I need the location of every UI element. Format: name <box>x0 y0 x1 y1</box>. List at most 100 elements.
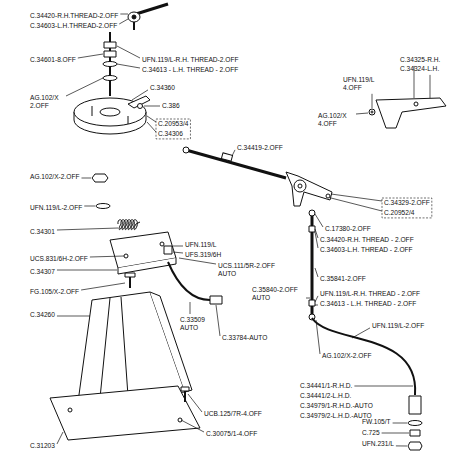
leader-line <box>144 106 160 107</box>
dashed-bracket <box>382 198 432 218</box>
leader-line <box>66 78 103 96</box>
leader-line <box>352 328 370 338</box>
leader-line <box>315 296 318 302</box>
part-label: C.35841-2.OFF <box>320 275 366 283</box>
part-label: C.34613 - L.H. THREAD - 2.OFF <box>142 66 238 74</box>
part-label: C.34420-R.H. THREAD - 2.OFF <box>320 236 414 244</box>
leader-line <box>90 256 124 257</box>
leader-line <box>315 232 318 248</box>
part-label: AG.102/X 2.OFF <box>30 94 64 110</box>
leader-line <box>57 432 63 444</box>
part-label: C.34603-L.H.THREAD-2.OFF <box>30 22 117 30</box>
part-label: C.20952/4 <box>384 209 414 217</box>
leader-line <box>315 214 323 227</box>
part-label: C.30075/1-4.OFF <box>206 430 257 438</box>
short-cable <box>168 262 222 304</box>
part-label: UFN.119/L <box>185 241 216 249</box>
leader-line <box>132 90 148 100</box>
leader-line <box>84 206 95 207</box>
part-label: AG.102/X 4.OFF <box>318 112 354 128</box>
mounting-bracket <box>369 98 446 128</box>
leader-line <box>173 246 183 247</box>
part-label: C.34360 <box>150 84 175 92</box>
connecting-rod <box>183 147 286 178</box>
part-label: C.34301 <box>30 228 55 236</box>
part-label: C.34306 <box>158 130 183 138</box>
leader-line <box>147 116 156 122</box>
leader-line <box>188 394 202 412</box>
leader-line <box>331 198 382 211</box>
base-plate <box>50 386 200 440</box>
part-label: C.20953/4 <box>158 120 188 128</box>
return-spring <box>118 220 140 230</box>
leader-line <box>354 386 413 387</box>
leader-line <box>315 268 318 277</box>
leader-line <box>81 178 91 179</box>
leader-line <box>430 75 431 98</box>
part-label: C.34601-8.OFF <box>30 56 76 64</box>
rod-end <box>128 4 168 30</box>
part-label: FG.105/X-2.OFF <box>30 288 79 296</box>
leader-line <box>173 252 183 253</box>
part-label: UCS.831/6H-2.OFF <box>30 255 88 263</box>
part-label: C.35840-2.OFF AUTO <box>252 286 304 302</box>
leader-line <box>315 305 318 306</box>
part-label: C.34420-R.H.THREAD-2.OFF <box>30 12 118 20</box>
part-label: C.17380-2.OFF <box>325 225 371 233</box>
leader-line <box>147 122 156 132</box>
part-label: C.33784-AUTO <box>222 334 267 342</box>
leader-line <box>316 320 320 354</box>
bellcrank <box>286 172 332 206</box>
part-label: UFS.319/6H <box>185 251 221 259</box>
nut-stack <box>103 32 117 96</box>
leader-line <box>179 258 216 264</box>
leader-line <box>356 113 368 114</box>
part-label: C.34979/2-L.H.D.-AUTO <box>300 412 372 420</box>
leader-line <box>190 302 191 314</box>
part-label: UFN.119/L-2.OFF <box>372 322 424 330</box>
leader-line <box>306 298 310 299</box>
part-label: C.34441/1-R.H.D. <box>300 382 352 390</box>
leader-line <box>382 433 409 434</box>
part-label: C.34419-2.OFF <box>237 144 283 152</box>
part-label: C.31203 <box>30 442 55 450</box>
dashed-bracket <box>156 119 190 139</box>
part-label: UFN.119/L-R.H. THREAD - 2.OFF <box>320 290 420 298</box>
leader-line <box>81 283 125 290</box>
part-label: C.34260 <box>30 311 55 319</box>
leader-line <box>57 270 117 271</box>
part-label: FW.105/T <box>362 418 391 426</box>
part-label: UCB.125/7R-4.OFF <box>204 410 262 418</box>
part-label: AG.102/X-2.OFF <box>322 352 371 360</box>
leader-line <box>393 423 407 424</box>
leader-line <box>216 305 220 336</box>
part-label: C.34325-R.H. <box>400 56 440 64</box>
vertical-rod <box>309 210 315 320</box>
part-label: C.34324-L.H. <box>400 65 439 73</box>
pivot-plate <box>74 96 150 134</box>
leader-line <box>396 445 407 446</box>
part-label: UFN.119/L-R.H. THREAD-2.OFF <box>142 56 238 64</box>
part-label: C.34603-L.H. THREAD - 2.OFF <box>320 246 413 254</box>
leader-line <box>78 54 103 58</box>
leader-line <box>57 316 90 317</box>
bracket-plate <box>110 232 176 274</box>
part-label: UFN.119/L 4.OFF <box>343 76 381 92</box>
leader-line <box>181 420 204 432</box>
part-label: AG.102/X-2.OFF <box>30 173 79 181</box>
leader-line <box>117 64 140 68</box>
part-label: C.34441/2-L.H.D. <box>300 392 351 400</box>
part-label: UFN.231/L <box>362 440 394 448</box>
leader-line <box>57 228 118 230</box>
leader-line <box>119 19 128 24</box>
leader-line <box>120 14 128 15</box>
part-label: UFN.119/L-2.OFF <box>30 204 82 212</box>
leader-line <box>232 150 235 156</box>
part-label: UCS.111/5R-2.OFF AUTO <box>218 262 284 278</box>
part-label: C.34329-2.OFF <box>384 199 430 207</box>
part-label: C.34307 <box>30 268 55 276</box>
part-label: C.34613 - L.H. THREAD - 2.OFF <box>320 300 416 308</box>
part-label: C.33509 AUTO <box>180 316 216 332</box>
